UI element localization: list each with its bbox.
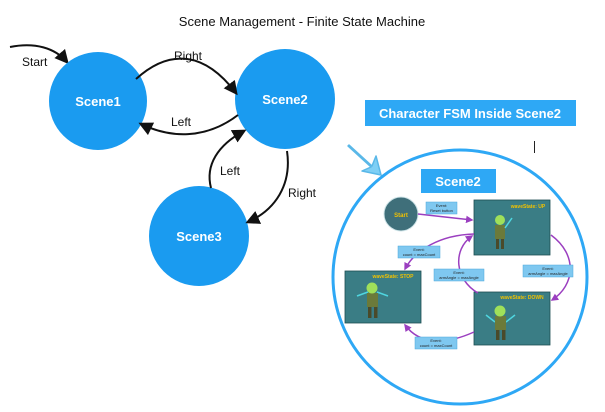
character-figure-stop — [356, 282, 389, 318]
text-cursor — [534, 141, 535, 153]
scene2-inset: Scene2 Start waveState: UP waveState: ST… — [331, 148, 589, 406]
event-to-stop-line2: count = maxCount — [403, 252, 436, 257]
scene2-node: Scene2 — [235, 49, 335, 149]
event-reset-line2: Reset button — [430, 208, 453, 213]
character-figure-down — [485, 305, 516, 340]
event-to-up-line2: armAngle = maxAngle — [439, 275, 479, 280]
event-to-down-line2: armAngle = maxAngle — [528, 271, 568, 276]
state-stop-title: waveState: STOP — [371, 274, 414, 280]
state-panel-stop: waveState: STOP — [344, 270, 422, 324]
inset-start-label: Start — [394, 213, 408, 219]
diagram-title: Scene Management - Finite State Machine — [179, 14, 425, 29]
inset-scene2-box — [421, 169, 496, 193]
label-right-2-3: Right — [288, 186, 317, 200]
event-reset-line1: Event: — [436, 203, 447, 208]
scene1-label: Scene1 — [75, 94, 121, 109]
arrow-scene1-to-scene2 — [135, 57, 238, 96]
inset-arrow-start-to-up — [417, 213, 474, 224]
event-stop-to-up-line1: Event: — [430, 338, 441, 343]
label-right-1-2: Right — [174, 49, 203, 63]
event-label-to-stop: Event: count = maxCount — [397, 245, 441, 259]
scene3-node: Scene3 — [149, 186, 249, 286]
arrow-scene2-to-scene3 — [245, 150, 289, 224]
event-to-stop-line1: Event: — [413, 247, 424, 252]
label-left-3-2: Left — [220, 164, 241, 178]
inset-scene2-label: Scene2 — [435, 174, 481, 189]
inset-arrow-up-to-stop — [404, 233, 475, 271]
event-label-to-up: Event: armAngle = maxAngle — [433, 268, 485, 282]
start-label: Start — [22, 55, 48, 69]
state-down-title: waveState: DOWN — [499, 295, 544, 301]
character-fsm-title: Character FSM Inside Scene2 — [379, 106, 561, 121]
event-to-down-line1: Event: — [542, 266, 553, 271]
character-fsm-title-box: Character FSM Inside Scene2 — [365, 100, 576, 126]
scene3-label: Scene3 — [176, 229, 222, 244]
pointer-arrow-icon — [347, 144, 382, 176]
scene2-label: Scene2 — [262, 92, 308, 107]
scene1-node: Scene1 — [49, 52, 147, 150]
start-arrow — [9, 44, 69, 65]
state-up-title: waveState: UP — [510, 204, 546, 210]
event-stop-to-up-line2: count = maxCount — [420, 343, 453, 348]
state-panel-up: waveState: UP — [473, 199, 551, 256]
event-label-reset: Event: Reset button — [425, 201, 458, 215]
event-label-stop-to-up: Event: count = maxCount — [414, 336, 458, 350]
arrow-scene2-to-scene1 — [138, 114, 239, 136]
event-label-to-down: Event: armAngle = maxAngle — [522, 264, 574, 278]
state-panel-down: waveState: DOWN — [473, 291, 551, 346]
event-to-up-line1: Event: — [453, 270, 464, 275]
arrow-scene3-to-scene2 — [208, 129, 247, 189]
label-left-2-1: Left — [171, 115, 192, 129]
inset-arrow-down-to-up — [457, 235, 479, 294]
character-figure-up — [495, 215, 513, 249]
